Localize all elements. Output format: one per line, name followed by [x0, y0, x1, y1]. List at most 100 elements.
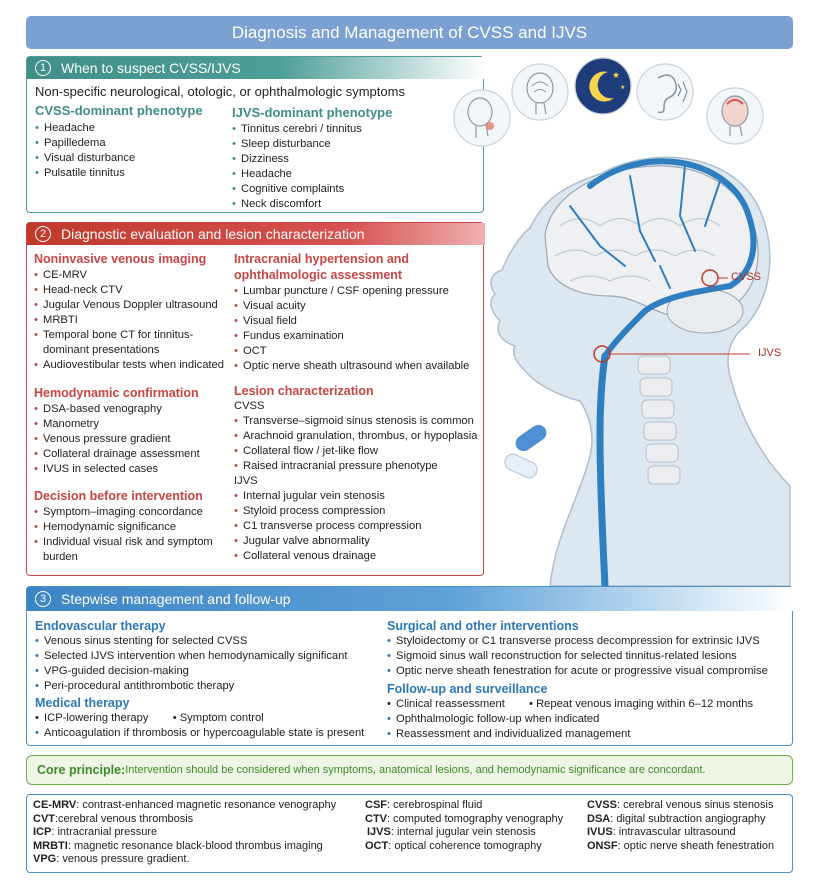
- section3-title: Stepwise management and follow-up: [61, 591, 291, 607]
- abbr-entry: IVUS: intravascular ultrasound: [587, 826, 736, 838]
- section1-title: When to suspect CVSS/IJVS: [61, 60, 241, 76]
- list-item: Symptom control: [179, 712, 264, 724]
- core-principle-label: Core principle:: [37, 763, 126, 777]
- list-item: Sigmoid sinus wall reconstruction for se…: [387, 649, 787, 664]
- section2-number: 2: [35, 226, 51, 242]
- list-item: Clinical reassessment: [396, 698, 505, 710]
- list-item: Head-neck CTV: [34, 283, 234, 298]
- list-item-continuation: dominant presentations: [43, 344, 160, 356]
- abbr-entry: CTV: computed tomography venography: [365, 812, 564, 825]
- abbr-entry: CVSS: cerebral venous sinus stenosis: [587, 799, 774, 811]
- section-when-to-suspect: 1 When to suspect CVSS/IJVS Non-specific…: [26, 56, 485, 213]
- list-item: Transverse–sigmoid sinus stenosis is com…: [234, 414, 484, 429]
- icp-title-line1: Intracranial hypertension and: [234, 252, 410, 266]
- abbr-entry: MRBTI: magnetic resonance black-blood th…: [33, 839, 323, 852]
- list-item: Neck discomfort: [232, 197, 432, 212]
- list-item: Pulsatile tinnitus: [35, 166, 235, 181]
- icp-title-line2: ophthalmologic assessment: [234, 268, 403, 282]
- surgical-title: Surgical and other interventions: [387, 619, 579, 633]
- head-sound-icon: [511, 63, 569, 121]
- list-item: Venous pressure gradient: [34, 432, 234, 447]
- list-item-row: • ICP-lowering therapy • Symptom control: [35, 712, 264, 724]
- list-item: Reassessment and individualized manageme…: [387, 727, 787, 742]
- head-neck-venous-illustration: ★ ★: [453, 57, 791, 586]
- list-item: Raised intracranial pressure phenotype: [234, 459, 484, 474]
- list-item: Internal jugular vein stenosis: [234, 489, 484, 504]
- section1-intro: Non-specific neurological, otologic, or …: [35, 84, 405, 99]
- list-item: DSA-based venography: [34, 402, 234, 417]
- section1-header: 1 When to suspect CVSS/IJVS: [27, 57, 485, 79]
- section2-title: Diagnostic evaluation and lesion charact…: [61, 226, 365, 242]
- abbreviations-col3: CVSS: cerebral venous sinus stenosis DSA…: [587, 799, 792, 853]
- abbreviations-col2: CSF: cerebrospinal fluid CTV: computed t…: [365, 799, 595, 853]
- ear-tinnitus-icon: [636, 63, 694, 121]
- list-item: Visual field: [234, 314, 484, 329]
- list-item: VPG-guided decision-making: [35, 664, 395, 679]
- list-item: Arachnoid granulation, thrombus, or hypo…: [234, 429, 484, 444]
- decision-title: Decision before intervention: [34, 489, 203, 503]
- list-item: CE-MRV: [34, 268, 234, 283]
- abbr-entry: DSA: digital subtraction angiography: [587, 812, 766, 825]
- page-title: Diagnosis and Management of CVSS and IJV…: [26, 16, 793, 49]
- ijvs-phenotype: IJVS-dominant phenotype Tinnitus cerebri…: [232, 105, 432, 212]
- list-item: Visual acuity: [234, 299, 484, 314]
- list-item: Collateral venous drainage: [234, 549, 484, 564]
- list-item: ICP-lowering therapy: [44, 712, 149, 724]
- list-item: Collateral flow / jet-like flow: [234, 444, 484, 459]
- cvss-figure-label: CVSS: [731, 271, 761, 283]
- abbr-entry: IJVS: internal jugular vein stenosis: [367, 826, 536, 838]
- list-item: Headache: [35, 121, 235, 136]
- section-diagnostic-evaluation: 2 Diagnostic evaluation and lesion chara…: [26, 222, 485, 576]
- abbr-entry: OCT: optical coherence tomography: [365, 839, 542, 852]
- moon-stars-icon: ★ ★: [574, 57, 632, 115]
- list-item: Anticoagulation if thrombosis or hyperco…: [35, 726, 395, 741]
- list-item: Repeat venous imaging within 6–12 months: [536, 698, 754, 710]
- list-item: C1 transverse process compression: [234, 519, 484, 534]
- list-item: Styloid process compression: [234, 504, 484, 519]
- neck-pain-icon: [453, 89, 511, 147]
- list-item: Optic nerve sheath fenestration for acut…: [387, 664, 787, 679]
- list-item: MRBTI: [34, 313, 234, 328]
- list-item: Optic nerve sheath ultrasound when avail…: [234, 359, 484, 374]
- list-item: Individual visual risk and symptom: [34, 535, 234, 550]
- section3-header: 3 Stepwise management and follow-up: [27, 587, 794, 611]
- abbreviations-panel: CE-MRV: contrast-enhanced magnetic reson…: [26, 794, 793, 873]
- list-item: Tinnitus cerebri / tinnitus: [232, 122, 432, 137]
- list-item: Hemodynamic significance: [34, 520, 234, 535]
- decision-before-intervention: Decision before intervention Symptom–ima…: [34, 488, 234, 565]
- core-principle: Core principle: Intervention should be c…: [26, 755, 793, 785]
- abbr-entry: ONSF: optic nerve sheath fenestration: [587, 839, 775, 852]
- lesion-title: Lesion characterization: [234, 384, 374, 398]
- cvss-phenotype: CVSS-dominant phenotype Headache Papille…: [35, 103, 235, 181]
- svg-text:★: ★: [612, 71, 620, 81]
- list-item-continuation: burden: [43, 551, 78, 563]
- list-item: Temporal bone CT for tinnitus-: [34, 328, 234, 343]
- icp-ophthalmologic-assessment: Intracranial hypertension and ophthalmol…: [234, 251, 484, 374]
- abbr-entry: ICP: intracranial pressure: [33, 826, 158, 838]
- list-item: Symptom–imaging concordance: [34, 505, 234, 520]
- pills-icon: [504, 424, 547, 479]
- list-item: Cognitive complaints: [232, 182, 432, 197]
- list-item: Styloidectomy or C1 transverse process d…: [387, 634, 787, 649]
- list-item: Manometry: [34, 417, 234, 432]
- surgical-interventions: Surgical and other interventions Styloid…: [387, 618, 787, 742]
- abbr-entry: CSF: cerebrospinal fluid: [365, 799, 483, 811]
- list-item: Collateral drainage assessment: [34, 447, 234, 462]
- list-item: Visual disturbance: [35, 151, 235, 166]
- list-item: Jugular Venous Doppler ultrasound: [34, 298, 234, 313]
- endo-title: Endovascular therapy: [35, 619, 166, 633]
- followup-title: Follow-up and surveillance: [387, 682, 548, 696]
- list-item: Lumbar puncture / CSF opening pressure: [234, 284, 484, 299]
- list-item: Headache: [232, 167, 432, 182]
- list-item: Selected IJVS intervention when hemodyna…: [35, 649, 395, 664]
- list-item: Jugular valve abnormality: [234, 534, 484, 549]
- list-item: Dizziness: [232, 152, 432, 167]
- list-item: Fundus examination: [234, 329, 484, 344]
- abbreviations-col1: CE-MRV: contrast-enhanced magnetic reson…: [33, 799, 373, 867]
- lesion-cvss-label: CVSS: [234, 400, 265, 412]
- list-item: Venous sinus stenting for selected CVSS: [35, 634, 395, 649]
- medical-title: Medical therapy: [35, 696, 130, 710]
- hemodynamic-confirmation: Hemodynamic confirmation DSA-based venog…: [34, 385, 234, 477]
- svg-text:★: ★: [620, 84, 625, 91]
- hemodynamic-title: Hemodynamic confirmation: [34, 386, 199, 400]
